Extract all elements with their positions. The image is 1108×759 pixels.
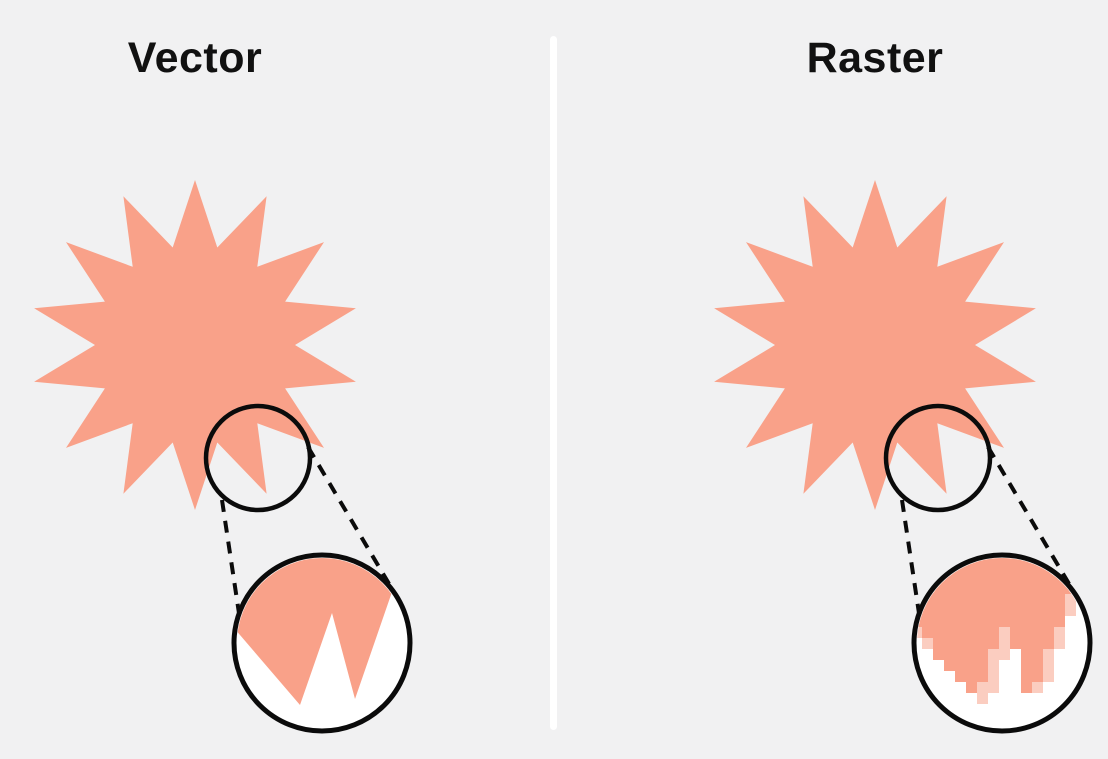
vector-zoom-view-circle xyxy=(231,552,413,734)
raster-zoom-callout-line-left xyxy=(900,499,922,621)
panel-divider-line xyxy=(550,36,557,730)
raster-panel-graphic xyxy=(714,180,1093,734)
vector-panel-graphic xyxy=(34,180,413,734)
vector-zoom-callout-line-left xyxy=(220,499,242,621)
raster-zoom-callout-line-right xyxy=(986,445,1080,601)
vector-zoom-callout-line-right xyxy=(306,445,400,601)
vector-panel-title: Vector xyxy=(127,34,263,82)
raster-zoom-view-circle xyxy=(911,552,1093,734)
vector-starburst-shape xyxy=(34,180,356,510)
raster-starburst-shape xyxy=(714,180,1036,510)
raster-zoom-source-circle xyxy=(883,403,993,513)
vector-zoom-source-circle xyxy=(203,403,313,513)
raster-panel-title: Raster xyxy=(806,34,944,82)
